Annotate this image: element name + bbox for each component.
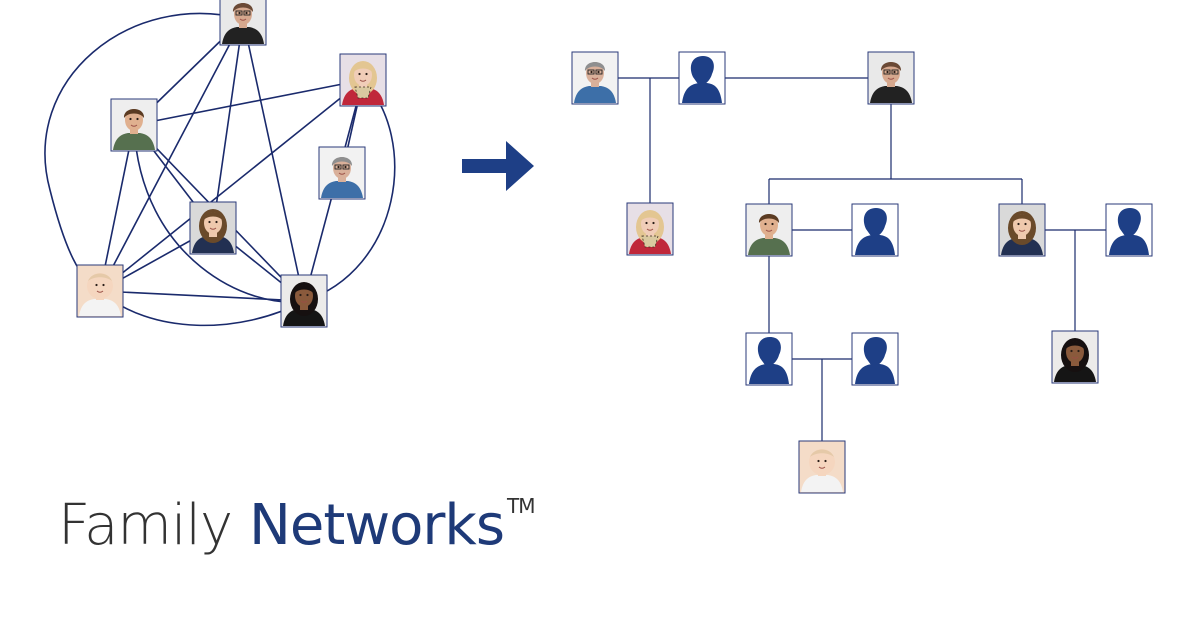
network-edge	[99, 290, 305, 302]
blonde-woman-scarf-photo	[339, 53, 387, 107]
person-silhouette-icon	[745, 332, 793, 386]
family-tree-nodes	[571, 51, 1153, 494]
network-arc	[303, 79, 396, 302]
network-arc	[44, 12, 244, 292]
tree-connectors	[618, 77, 1106, 441]
dark-haired-girl-photo	[1051, 330, 1099, 384]
grey-haired-man-glasses-photo	[318, 146, 366, 200]
network-edge	[133, 79, 364, 126]
transform-arrow-icon	[462, 141, 534, 191]
blonde-woman-scarf-photo	[626, 202, 674, 256]
young-man-photo	[110, 98, 158, 152]
network-edge	[212, 18, 244, 229]
brand-word-networks: Networks	[249, 493, 505, 558]
network-edge	[242, 18, 305, 302]
trademark-symbol: TM	[507, 494, 536, 518]
network-arc	[133, 124, 305, 303]
person-silhouette-icon	[1105, 203, 1153, 257]
network-edge	[99, 79, 364, 292]
dark-haired-girl-photo	[280, 274, 328, 328]
network-nodes	[76, 0, 387, 328]
person-silhouette-icon	[851, 203, 899, 257]
person-silhouette-icon	[678, 51, 726, 105]
curly-haired-woman-photo	[998, 203, 1046, 257]
brand-word-family: Family	[58, 493, 233, 558]
curly-haired-woman-photo	[189, 201, 237, 255]
grey-haired-man-glasses-photo	[571, 51, 619, 105]
young-man-photo	[745, 203, 793, 257]
network-edge	[99, 124, 135, 292]
baby-photo	[76, 264, 124, 318]
older-man-glasses-photo	[867, 51, 915, 105]
baby-photo	[798, 440, 846, 494]
network-edge	[99, 18, 244, 292]
older-man-glasses-photo	[219, 0, 267, 46]
person-silhouette-icon	[851, 332, 899, 386]
